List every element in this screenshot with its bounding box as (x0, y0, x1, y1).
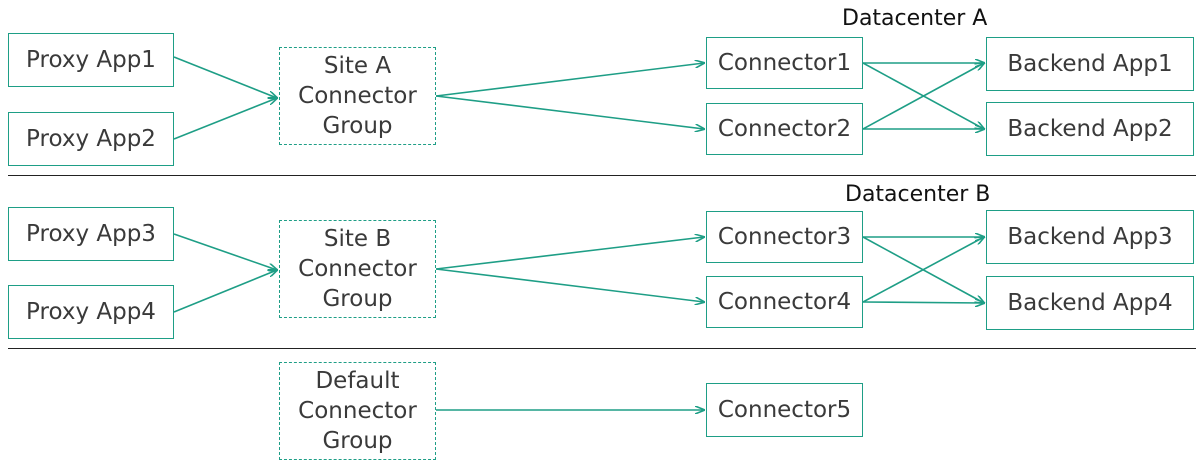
datacenter-b-heading: Datacenter B (845, 182, 991, 207)
section-divider-1 (8, 175, 1196, 176)
site-b-connector-group: Site B Connector Group (279, 220, 436, 318)
connector-1: Connector1 (706, 37, 863, 89)
edge-connector2-backend1 (862, 63, 984, 130)
backend-app-3: Backend App3 (986, 210, 1194, 264)
proxy-app-2: Proxy App2 (8, 112, 174, 166)
backend-app-2: Backend App2 (986, 102, 1194, 156)
connector-2: Connector2 (706, 103, 863, 155)
default-connector-group: Default Connector Group (279, 362, 436, 460)
datacenter-a-heading: Datacenter A (842, 6, 988, 31)
edge-proxy2-groupA (173, 98, 277, 140)
edge-proxy4-groupB (173, 270, 277, 313)
edge-groupB-connector3 (435, 237, 704, 270)
backend-app-1: Backend App1 (986, 37, 1194, 91)
edge-connector4-backend4 (862, 302, 984, 303)
edge-groupA-connector1 (435, 63, 704, 97)
edge-groupB-connector4 (435, 268, 704, 302)
edge-proxy1-groupA (173, 56, 277, 98)
connector-5: Connector5 (706, 383, 863, 437)
connector-4: Connector4 (706, 276, 863, 328)
edge-groupA-connector2 (435, 95, 704, 129)
connector-3: Connector3 (706, 211, 863, 263)
site-a-connector-group: Site A Connector Group (279, 47, 436, 145)
backend-app-4: Backend App4 (986, 276, 1194, 330)
edge-connector4-backend3 (862, 237, 984, 303)
section-divider-2 (8, 348, 1196, 349)
edge-proxy3-groupB (173, 233, 277, 270)
proxy-app-3: Proxy App3 (8, 207, 174, 261)
proxy-app-4: Proxy App4 (8, 285, 174, 339)
proxy-app-1: Proxy App1 (8, 33, 174, 87)
